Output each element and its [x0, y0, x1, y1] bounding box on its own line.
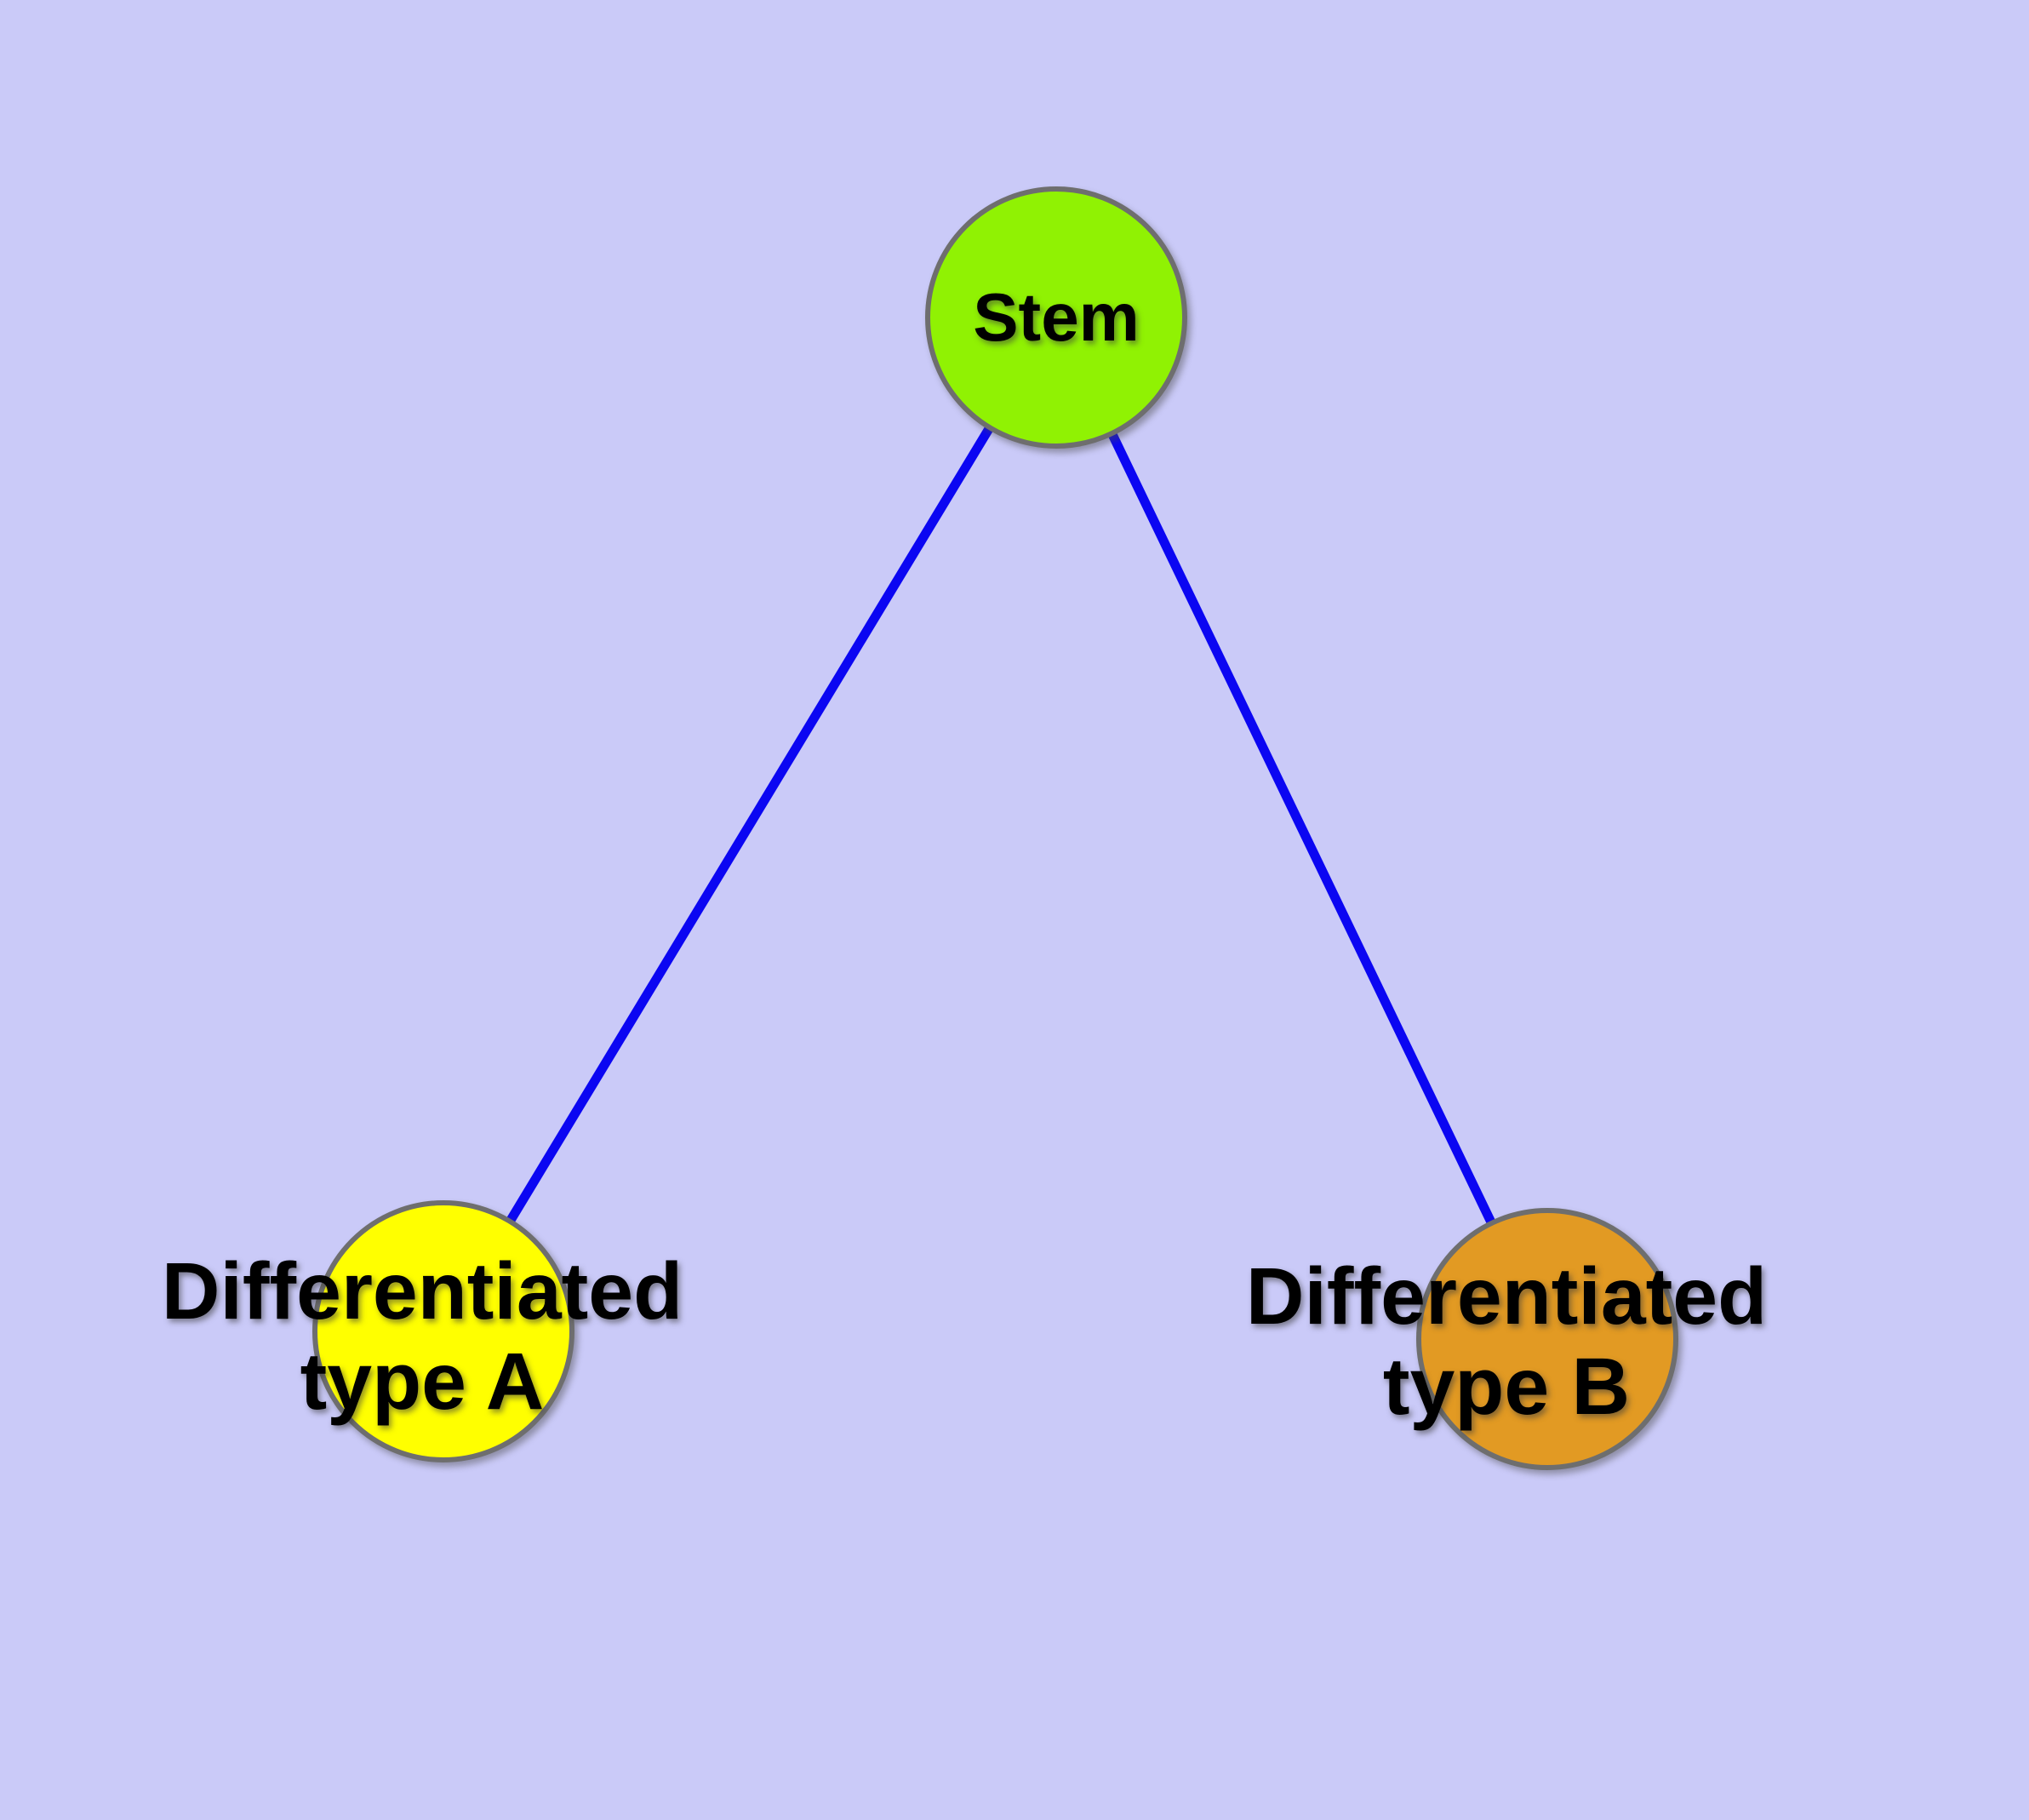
- node-type-a-label-line2: type A: [300, 1336, 545, 1427]
- node-type-b-circle: [1416, 1208, 1678, 1470]
- edge-stem-to-type-b: [1052, 315, 1552, 1342]
- edge-stem-to-type-a: [439, 315, 1060, 1334]
- node-type-b-label: Differentiated type B: [1246, 1251, 1767, 1432]
- node-type-a-label-line1: Differentiated: [161, 1246, 683, 1336]
- node-stem-label: Stem: [973, 280, 1140, 355]
- node-stem-circle: [925, 186, 1187, 449]
- node-type-a-label: Differentiated type A: [162, 1246, 683, 1427]
- node-type-b-label-line2: type B: [1382, 1342, 1631, 1432]
- node-stem-label-text: Stem: [973, 279, 1140, 355]
- node-type-a-circle: [312, 1200, 574, 1462]
- node-type-b-label-line1: Differentiated: [1245, 1251, 1768, 1342]
